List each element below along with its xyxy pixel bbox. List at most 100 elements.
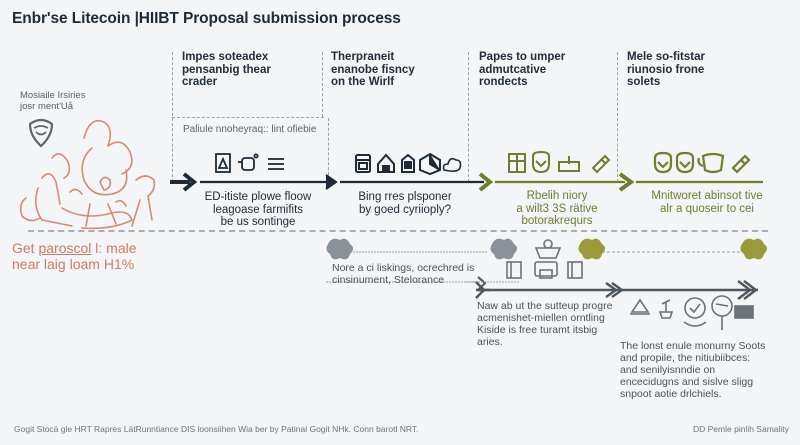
binder-icon bbox=[567, 261, 583, 279]
pencil-icon bbox=[591, 154, 611, 174]
callout-text: Get bbox=[12, 240, 39, 256]
heading-line: Mele so-fitstar bbox=[627, 51, 705, 63]
stage-divider bbox=[617, 52, 618, 182]
section-divider bbox=[28, 230, 768, 232]
stage-4-caption: Mnitworet abinsot tive alr a quoseir to … bbox=[632, 190, 782, 215]
heading-line: pensanbig thear bbox=[182, 63, 271, 76]
pot-icon bbox=[697, 152, 725, 174]
heading-line: on the Wirlf bbox=[331, 76, 395, 88]
plant-icon bbox=[658, 299, 674, 319]
inbox-icon bbox=[558, 156, 580, 172]
heading-line: admutcative bbox=[479, 63, 547, 76]
callout-text: l: male bbox=[91, 240, 137, 256]
house-icon bbox=[377, 153, 395, 173]
caption-line: Bing rres plsponer bbox=[358, 191, 452, 203]
basket-icon bbox=[534, 239, 562, 259]
bell-icon bbox=[630, 298, 650, 315]
paragraph-line: Naw ab ut the sutteup progre bbox=[477, 300, 613, 312]
paragraph-line: The lonst enule monurny Soots bbox=[620, 340, 766, 352]
heading-line: solets bbox=[627, 76, 661, 88]
side-note-line-1: Mosiaile Irsiries bbox=[20, 90, 86, 101]
note-line: cinsinument, Stelorance bbox=[332, 274, 445, 286]
caption-line: leagoase farmifits bbox=[212, 203, 304, 216]
team-illustration bbox=[19, 119, 156, 230]
stage-4-heading: Mele so-fitstar riunosio frone solets bbox=[627, 51, 705, 89]
footer-credits: Gogit Stocä gle HRT Rapres LätRunntiance… bbox=[14, 424, 419, 434]
footer-source: DD Pemle pinlih Samality bbox=[693, 424, 789, 434]
stage-divider bbox=[328, 118, 329, 180]
stage-3-icons bbox=[508, 150, 611, 174]
badge-check-icon bbox=[653, 151, 673, 174]
cube-icon bbox=[419, 152, 441, 176]
caption-line: a wilt3 3S rätive bbox=[516, 202, 598, 215]
caption-line: be us sontinge bbox=[220, 216, 296, 228]
heading-line: Therpraneit bbox=[331, 51, 395, 63]
puzzle-piece-icon bbox=[490, 238, 517, 260]
heading-line: Papes to umper bbox=[479, 51, 566, 63]
puzzle-piece-icon bbox=[740, 238, 767, 260]
paragraph-line: and propile, the nitiubiibces: bbox=[620, 352, 751, 364]
person-check-icon bbox=[683, 297, 707, 327]
stage-2-caption: Bing rres plsponer by goed cyriioply? bbox=[340, 191, 470, 216]
paragraph-line: snpoot aotie drlchiels. bbox=[620, 388, 722, 400]
orange-callout: Get paroscol l: male near laig loam H1% bbox=[12, 240, 137, 272]
arrow-head bbox=[737, 280, 758, 300]
paragraph-line: aries. bbox=[477, 336, 503, 348]
puzzle-piece-icon bbox=[578, 238, 605, 260]
callout-line-2: near laig loam H1% bbox=[12, 256, 135, 272]
paragraph-line: acmenishet-miellen orntling bbox=[477, 312, 605, 324]
printer-icon bbox=[534, 261, 558, 279]
paragraph-line: and senilyisnndie on bbox=[620, 364, 716, 376]
note-bracket bbox=[172, 117, 324, 118]
toolbox-icon bbox=[734, 305, 754, 319]
heading-line: enanobe fisncy bbox=[331, 63, 415, 76]
arrow-head bbox=[478, 172, 494, 192]
stage-divider bbox=[322, 52, 323, 117]
caption-line: by goed cyriioply? bbox=[358, 203, 452, 216]
side-note: Mosiaile Irsiries josr ment'Uå bbox=[20, 90, 85, 112]
stage-divider bbox=[468, 52, 469, 182]
stage-4-icons bbox=[653, 151, 751, 174]
robot-icon bbox=[238, 153, 259, 171]
menu-icon bbox=[268, 158, 284, 170]
mid-note: Nore a ci liskings, ocrechred is cinsinu… bbox=[332, 262, 474, 286]
stage-1-note: Paliule nnoheyraq:: lint ofiebie bbox=[183, 124, 317, 135]
shield-face-icon bbox=[28, 118, 54, 148]
stage-1-icons bbox=[215, 153, 284, 173]
timeline-description: Naw ab ut the sutteup progre acmenishet-… bbox=[477, 300, 612, 348]
caption-line: alr a quoseir to cei bbox=[660, 202, 754, 215]
stage-2-heading: Therpraneit enanobe fisncy on the Wirlf bbox=[331, 51, 415, 89]
arrow-head bbox=[325, 174, 338, 190]
arrow-head bbox=[618, 172, 635, 192]
paragraph-line: Kiside is free turamt itsbig bbox=[477, 324, 598, 336]
callout-link[interactable]: paroscol bbox=[38, 240, 92, 256]
cloud-icon bbox=[442, 157, 462, 172]
callout-line-1: Get paroscol l: male bbox=[12, 240, 137, 256]
stage-1-caption: ED-itiste plowe floow leagoase farmifits… bbox=[188, 191, 328, 229]
person-idea-icon bbox=[711, 295, 733, 330]
puzzle-piece-icon bbox=[326, 238, 353, 260]
stage-1-heading: Impes soteadex pensanbig thear crader bbox=[182, 51, 271, 89]
outcome-description: The lonst enule monurny Soots and propil… bbox=[620, 340, 765, 400]
caption-line: Mnitworet abinsot tive bbox=[651, 190, 763, 202]
arrow-head bbox=[605, 282, 625, 298]
diagram-title: Enbr'se Litecoin |HIIBT Proposal submiss… bbox=[12, 10, 401, 27]
heading-line: riunosio frone bbox=[627, 63, 705, 76]
stage-3-caption: Rbelih niory a wilt3 3S rätive botorakre… bbox=[492, 190, 622, 228]
stage-2-icons bbox=[355, 152, 462, 176]
heading-line: Impes soteadex bbox=[182, 51, 269, 63]
archive-icon bbox=[401, 153, 415, 173]
tag-icon bbox=[731, 154, 751, 174]
shield-check-icon bbox=[532, 150, 550, 174]
heading-line: rondects bbox=[479, 76, 528, 88]
binder-icon bbox=[506, 261, 522, 279]
caption-line: Rbelih niory bbox=[526, 190, 588, 202]
note-line: Nore a ci liskings, ocrechred is bbox=[332, 262, 475, 274]
document-icon bbox=[215, 153, 231, 173]
caption-line: botorakrequrs bbox=[521, 215, 593, 227]
side-note-line-2: josr ment'Uå bbox=[20, 101, 74, 112]
calendar-icon bbox=[355, 154, 371, 173]
caption-line: ED-itiste plowe floow bbox=[204, 191, 312, 203]
